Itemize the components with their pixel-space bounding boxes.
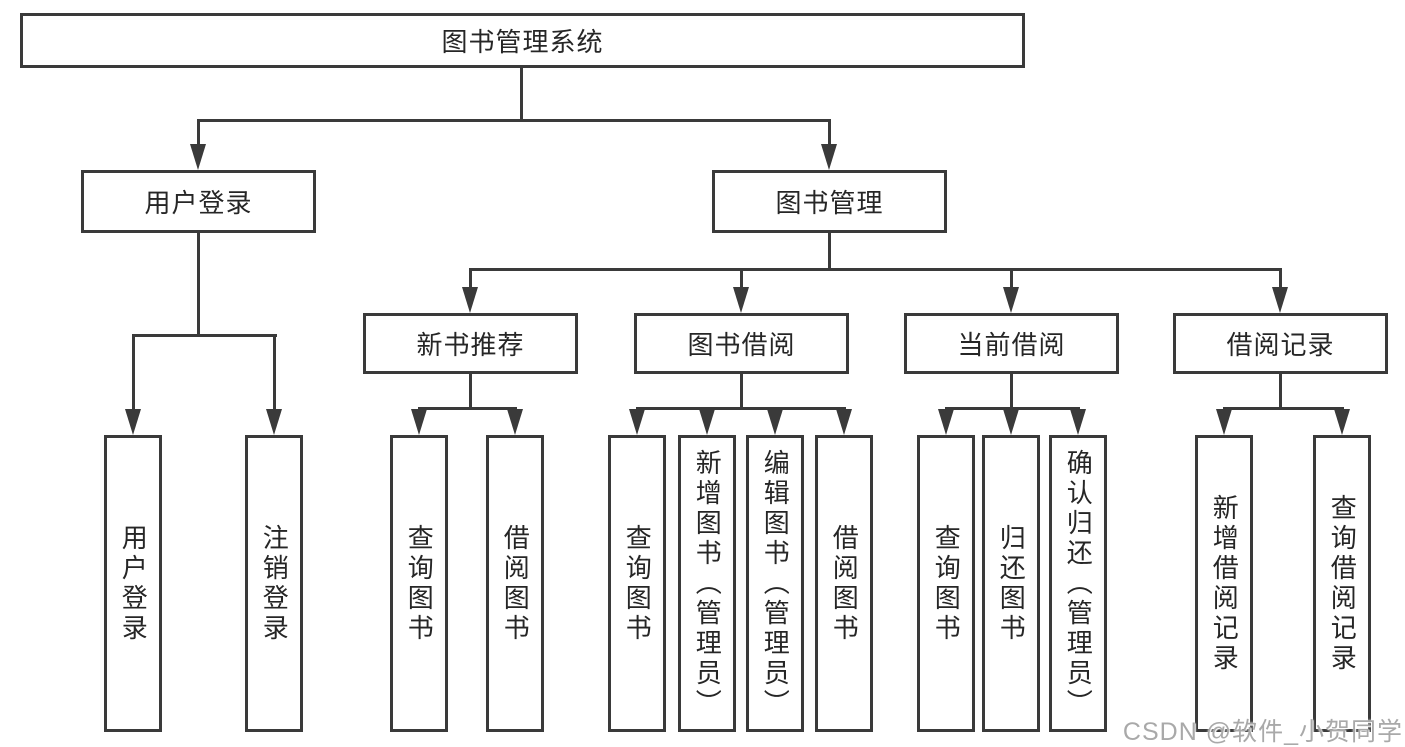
- leaf-label: 查询借阅记录: [1327, 493, 1358, 674]
- arrow-down-icon: [1216, 409, 1232, 435]
- connector-root-rail: [197, 119, 831, 122]
- arrow-down-icon: [1334, 409, 1350, 435]
- leaf-confirm-return-admin: 确认归还（管理员）: [1049, 435, 1107, 732]
- connector-current-borrowing-stem: [1010, 374, 1013, 409]
- connector-drop-leaf: [132, 336, 135, 411]
- branch-label: 新书推荐: [416, 330, 525, 360]
- leaf-return-books: 归还图书: [982, 435, 1040, 732]
- connector-drop-user-login: [197, 121, 200, 146]
- branch-label: 图书借阅: [687, 330, 796, 360]
- arrow-down-icon: [1003, 287, 1019, 313]
- leaf-label: 查询图书: [622, 523, 653, 644]
- connector-root-stem: [520, 68, 523, 121]
- branch-current-borrowing: 当前借阅: [904, 313, 1119, 374]
- branch-label: 图书管理: [775, 188, 884, 218]
- arrow-down-icon: [938, 409, 954, 435]
- connector-new-book-stem: [469, 374, 472, 409]
- arrow-down-icon: [411, 409, 427, 435]
- arrow-down-icon: [699, 409, 715, 435]
- connector-drop-current-borrowing: [1010, 271, 1013, 291]
- leaf-label: 查询图书: [931, 523, 962, 644]
- arrow-down-icon: [1070, 409, 1086, 435]
- branch-label: 借阅记录: [1226, 330, 1335, 360]
- leaf-label: 编辑图书（管理员）: [760, 448, 791, 719]
- connector-user-login-rail: [132, 334, 277, 337]
- connector-borrowing-records-stem: [1279, 374, 1282, 409]
- csdn-watermark: CSDN @软件_小贺同学: [1122, 718, 1403, 746]
- leaf-borrow-books-recommend: 借阅图书: [486, 435, 544, 732]
- connector-borrowing-records-rail: [1223, 407, 1344, 410]
- leaf-label: 注销登录: [259, 523, 290, 644]
- connector-user-login-stem: [197, 233, 200, 336]
- arrow-down-icon: [125, 409, 141, 435]
- node-label: 图书管理系统: [441, 27, 604, 57]
- arrow-down-icon: [836, 409, 852, 435]
- leaf-query-borrow-record: 查询借阅记录: [1313, 435, 1371, 732]
- arrow-down-icon: [1003, 409, 1019, 435]
- leaf-label: 归还图书: [996, 523, 1027, 644]
- branch-book-borrowing: 图书借阅: [634, 313, 849, 374]
- leaf-label: 借阅图书: [829, 523, 860, 644]
- branch-new-book-recommend: 新书推荐: [363, 313, 578, 374]
- node-library-management-system: 图书管理系统: [20, 13, 1025, 68]
- connector-book-borrowing-rail: [636, 407, 846, 410]
- leaf-label: 用户登录: [118, 523, 149, 644]
- arrow-down-icon: [733, 287, 749, 313]
- connector-book-management-stem: [828, 233, 831, 271]
- leaf-label: 新增借阅记录: [1209, 493, 1240, 674]
- leaf-label: 借阅图书: [500, 523, 531, 644]
- arrow-down-icon: [507, 409, 523, 435]
- leaf-borrow-books-borrowing: 借阅图书: [815, 435, 873, 732]
- connector-new-book-rail: [418, 407, 517, 410]
- branch-label: 用户登录: [144, 188, 253, 218]
- leaf-edit-book-admin: 编辑图书（管理员）: [746, 435, 804, 732]
- leaf-query-books-recommend: 查询图书: [390, 435, 448, 732]
- leaf-label: 查询图书: [404, 523, 435, 644]
- connector-book-management-rail: [469, 268, 1282, 271]
- branch-user-login: 用户登录: [81, 170, 316, 233]
- branch-label: 当前借阅: [957, 330, 1066, 360]
- connector-drop-new-book: [469, 271, 472, 291]
- branch-borrowing-records: 借阅记录: [1173, 313, 1388, 374]
- arrow-down-icon: [462, 287, 478, 313]
- leaf-label: 确认归还（管理员）: [1063, 448, 1094, 719]
- connector-book-borrowing-stem: [740, 374, 743, 409]
- arrow-down-icon: [629, 409, 645, 435]
- arrow-down-icon: [821, 144, 837, 170]
- connector-drop-book-borrowing: [740, 271, 743, 291]
- arrow-down-icon: [190, 144, 206, 170]
- branch-book-management: 图书管理: [712, 170, 947, 233]
- leaf-logout-login: 注销登录: [245, 435, 303, 732]
- connector-drop-book-management: [828, 121, 831, 146]
- arrow-down-icon: [266, 409, 282, 435]
- leaf-user-login: 用户登录: [104, 435, 162, 732]
- arrow-down-icon: [767, 409, 783, 435]
- leaf-add-borrow-record: 新增借阅记录: [1195, 435, 1253, 732]
- arrow-down-icon: [1272, 287, 1288, 313]
- leaf-query-books-borrowing: 查询图书: [608, 435, 666, 732]
- leaf-label: 新增图书（管理员）: [692, 448, 723, 719]
- connector-drop-borrowing-records: [1279, 271, 1282, 291]
- connector-drop-leaf: [273, 336, 276, 411]
- leaf-query-books-current: 查询图书: [917, 435, 975, 732]
- leaf-add-book-admin: 新增图书（管理员）: [678, 435, 736, 732]
